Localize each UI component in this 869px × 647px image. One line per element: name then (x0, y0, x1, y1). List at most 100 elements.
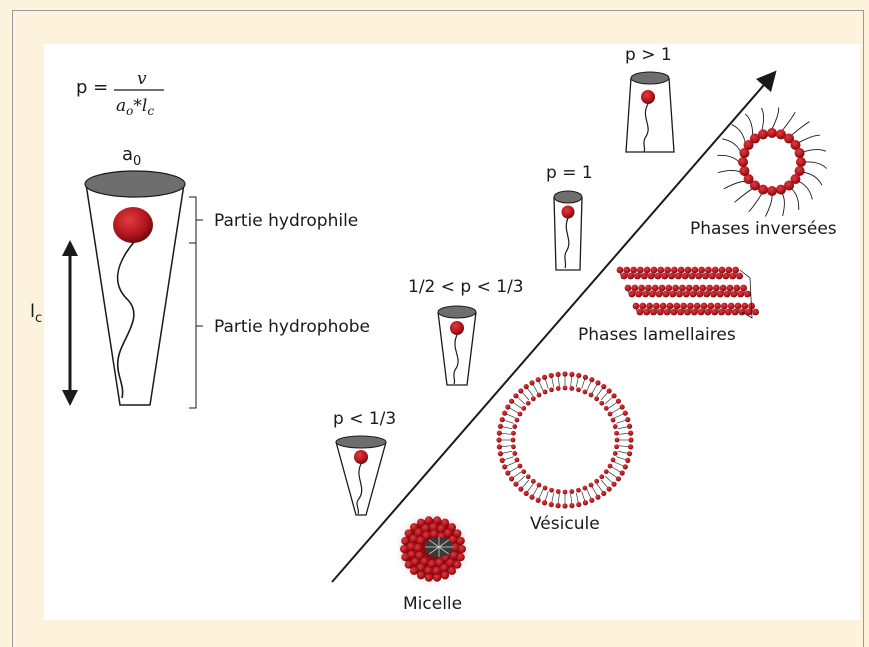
lipid-head (607, 388, 612, 393)
lipid-head (615, 438, 620, 443)
lipid-head (613, 451, 618, 456)
lipid-tail (605, 476, 612, 483)
tail (357, 464, 362, 514)
lipid-head (498, 451, 503, 456)
lipid-head (668, 273, 675, 280)
lipid-head (457, 537, 465, 545)
lipid-head (671, 267, 678, 274)
lipid-head (648, 273, 655, 280)
lipid-head (705, 267, 712, 274)
lipid-head (699, 285, 706, 292)
packing-formula: p = v ao*lc (76, 69, 164, 118)
lipid-head (408, 551, 416, 559)
lipid-head (736, 273, 743, 280)
lipid-head (725, 267, 732, 274)
lipid-tail (616, 420, 626, 423)
lipid-head (583, 375, 588, 380)
lipid-head (509, 399, 514, 404)
lipid-head (625, 458, 630, 463)
lipid-head (415, 551, 423, 559)
lipid-tail (718, 170, 741, 172)
lipid-head (607, 486, 612, 491)
lipid-head (518, 388, 523, 393)
shape-truncated-cone: 1/2 < p < 1/3 (408, 277, 524, 385)
lipid-head (500, 458, 505, 463)
lipid-tail (791, 122, 809, 136)
lipid-head (634, 273, 641, 280)
lipid-head (693, 285, 700, 292)
lipid-tail (772, 107, 779, 129)
lipid-head (542, 500, 547, 505)
lipid-tail (539, 382, 543, 391)
lipid-head (589, 377, 594, 382)
lipid-head (628, 437, 633, 442)
hydrophobe-label: Partie hydrophobe (214, 317, 370, 337)
lipid-head (690, 291, 697, 298)
lipid-tail (504, 420, 514, 423)
lipid-head (645, 285, 652, 292)
lipid-head (410, 535, 418, 543)
lipid-head (556, 372, 561, 377)
lipid-tail (507, 414, 516, 418)
tail (454, 335, 458, 384)
lipid-head (698, 267, 705, 274)
lipid-tail (545, 379, 548, 389)
lipid-head (767, 128, 777, 138)
lipid-head (422, 524, 430, 532)
condition-label-1: p < 1/3 (333, 409, 396, 429)
lipid-head (646, 303, 653, 310)
lipid-head (458, 545, 466, 553)
lipid-head (721, 303, 728, 310)
lipid-tail (571, 494, 572, 504)
lipid-head (623, 411, 628, 416)
lipid-head (521, 469, 526, 474)
lipid-head (638, 285, 645, 292)
lipid-head (706, 285, 713, 292)
lipid-head (713, 285, 720, 292)
lipid-tail (576, 377, 578, 387)
lipid-head (423, 531, 431, 539)
lipid-head (723, 273, 730, 280)
hydrophilic-head (113, 207, 153, 243)
lipid-head (737, 291, 744, 298)
lipid-head (795, 148, 805, 158)
lipid-head (437, 525, 445, 533)
lipid-head (497, 444, 502, 449)
lipid-head (611, 457, 616, 462)
head (562, 206, 575, 219)
lipid-head (697, 291, 704, 298)
lipid-head (601, 491, 606, 496)
lipid-head (433, 574, 441, 582)
lipid-tail (558, 376, 559, 386)
lipid-head (543, 390, 548, 395)
lipid-head (707, 303, 714, 310)
lipid-head (620, 470, 625, 475)
lipid-head (739, 166, 749, 176)
lipid-head (633, 303, 640, 310)
lipid-head (604, 406, 609, 411)
lipid-tail (724, 181, 745, 188)
lipid-head (524, 384, 529, 389)
lipid-tail (502, 427, 512, 429)
lipid-head (733, 285, 740, 292)
lipid-head (502, 464, 507, 469)
lipid-head (694, 303, 701, 310)
lipid-head (601, 384, 606, 389)
lipid-head (687, 303, 694, 310)
lipid-head (628, 431, 633, 436)
lipid-head (611, 482, 616, 487)
lipid-head (767, 186, 777, 196)
lipid-head (680, 303, 687, 310)
shape-inverted-cone: p > 1 (625, 45, 674, 152)
lipid-head (686, 285, 693, 292)
lipid-head (656, 291, 663, 298)
lipid-head (583, 500, 588, 505)
lipid-tail (791, 189, 798, 210)
cone-cap (336, 436, 386, 448)
lipid-head (627, 424, 632, 429)
lipid-head (428, 560, 436, 568)
lipid-head (569, 489, 574, 494)
lipid-head (711, 309, 718, 316)
lipid-head (569, 503, 574, 508)
